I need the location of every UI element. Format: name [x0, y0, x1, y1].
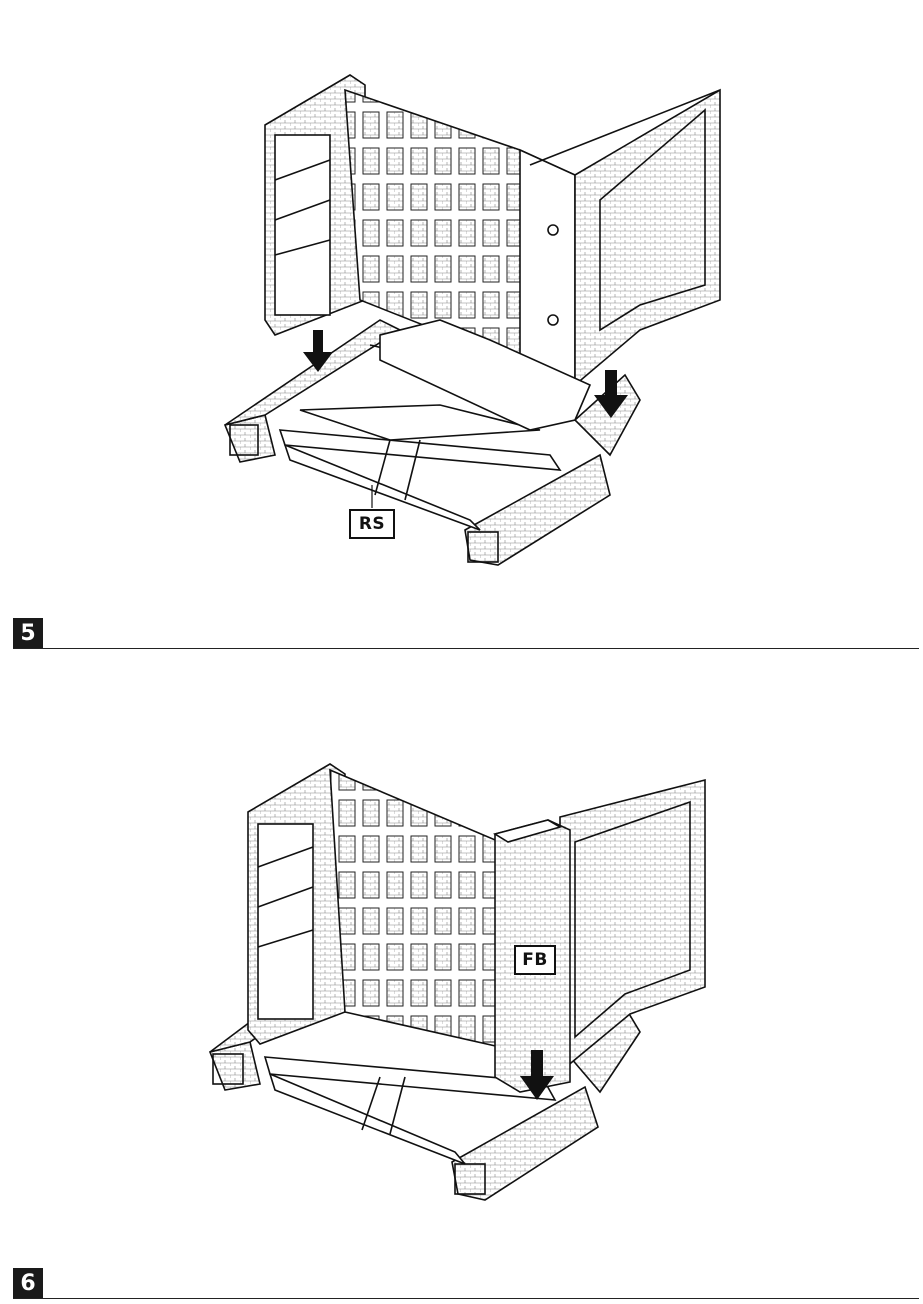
step-6-divider [13, 1298, 919, 1299]
step-6-illustration [0, 652, 923, 1304]
rs-callout: RS [349, 509, 395, 539]
step-badge-5: 5 [13, 618, 43, 649]
step-5-panel: RS 5 [0, 0, 923, 652]
back-frame [265, 75, 720, 430]
step-5-divider [13, 648, 919, 649]
fb-callout: FB [514, 945, 556, 975]
step-5-illustration [0, 0, 923, 652]
step-badge-6: 6 [13, 1268, 43, 1299]
step-6-panel: FB 6 [0, 652, 923, 1304]
